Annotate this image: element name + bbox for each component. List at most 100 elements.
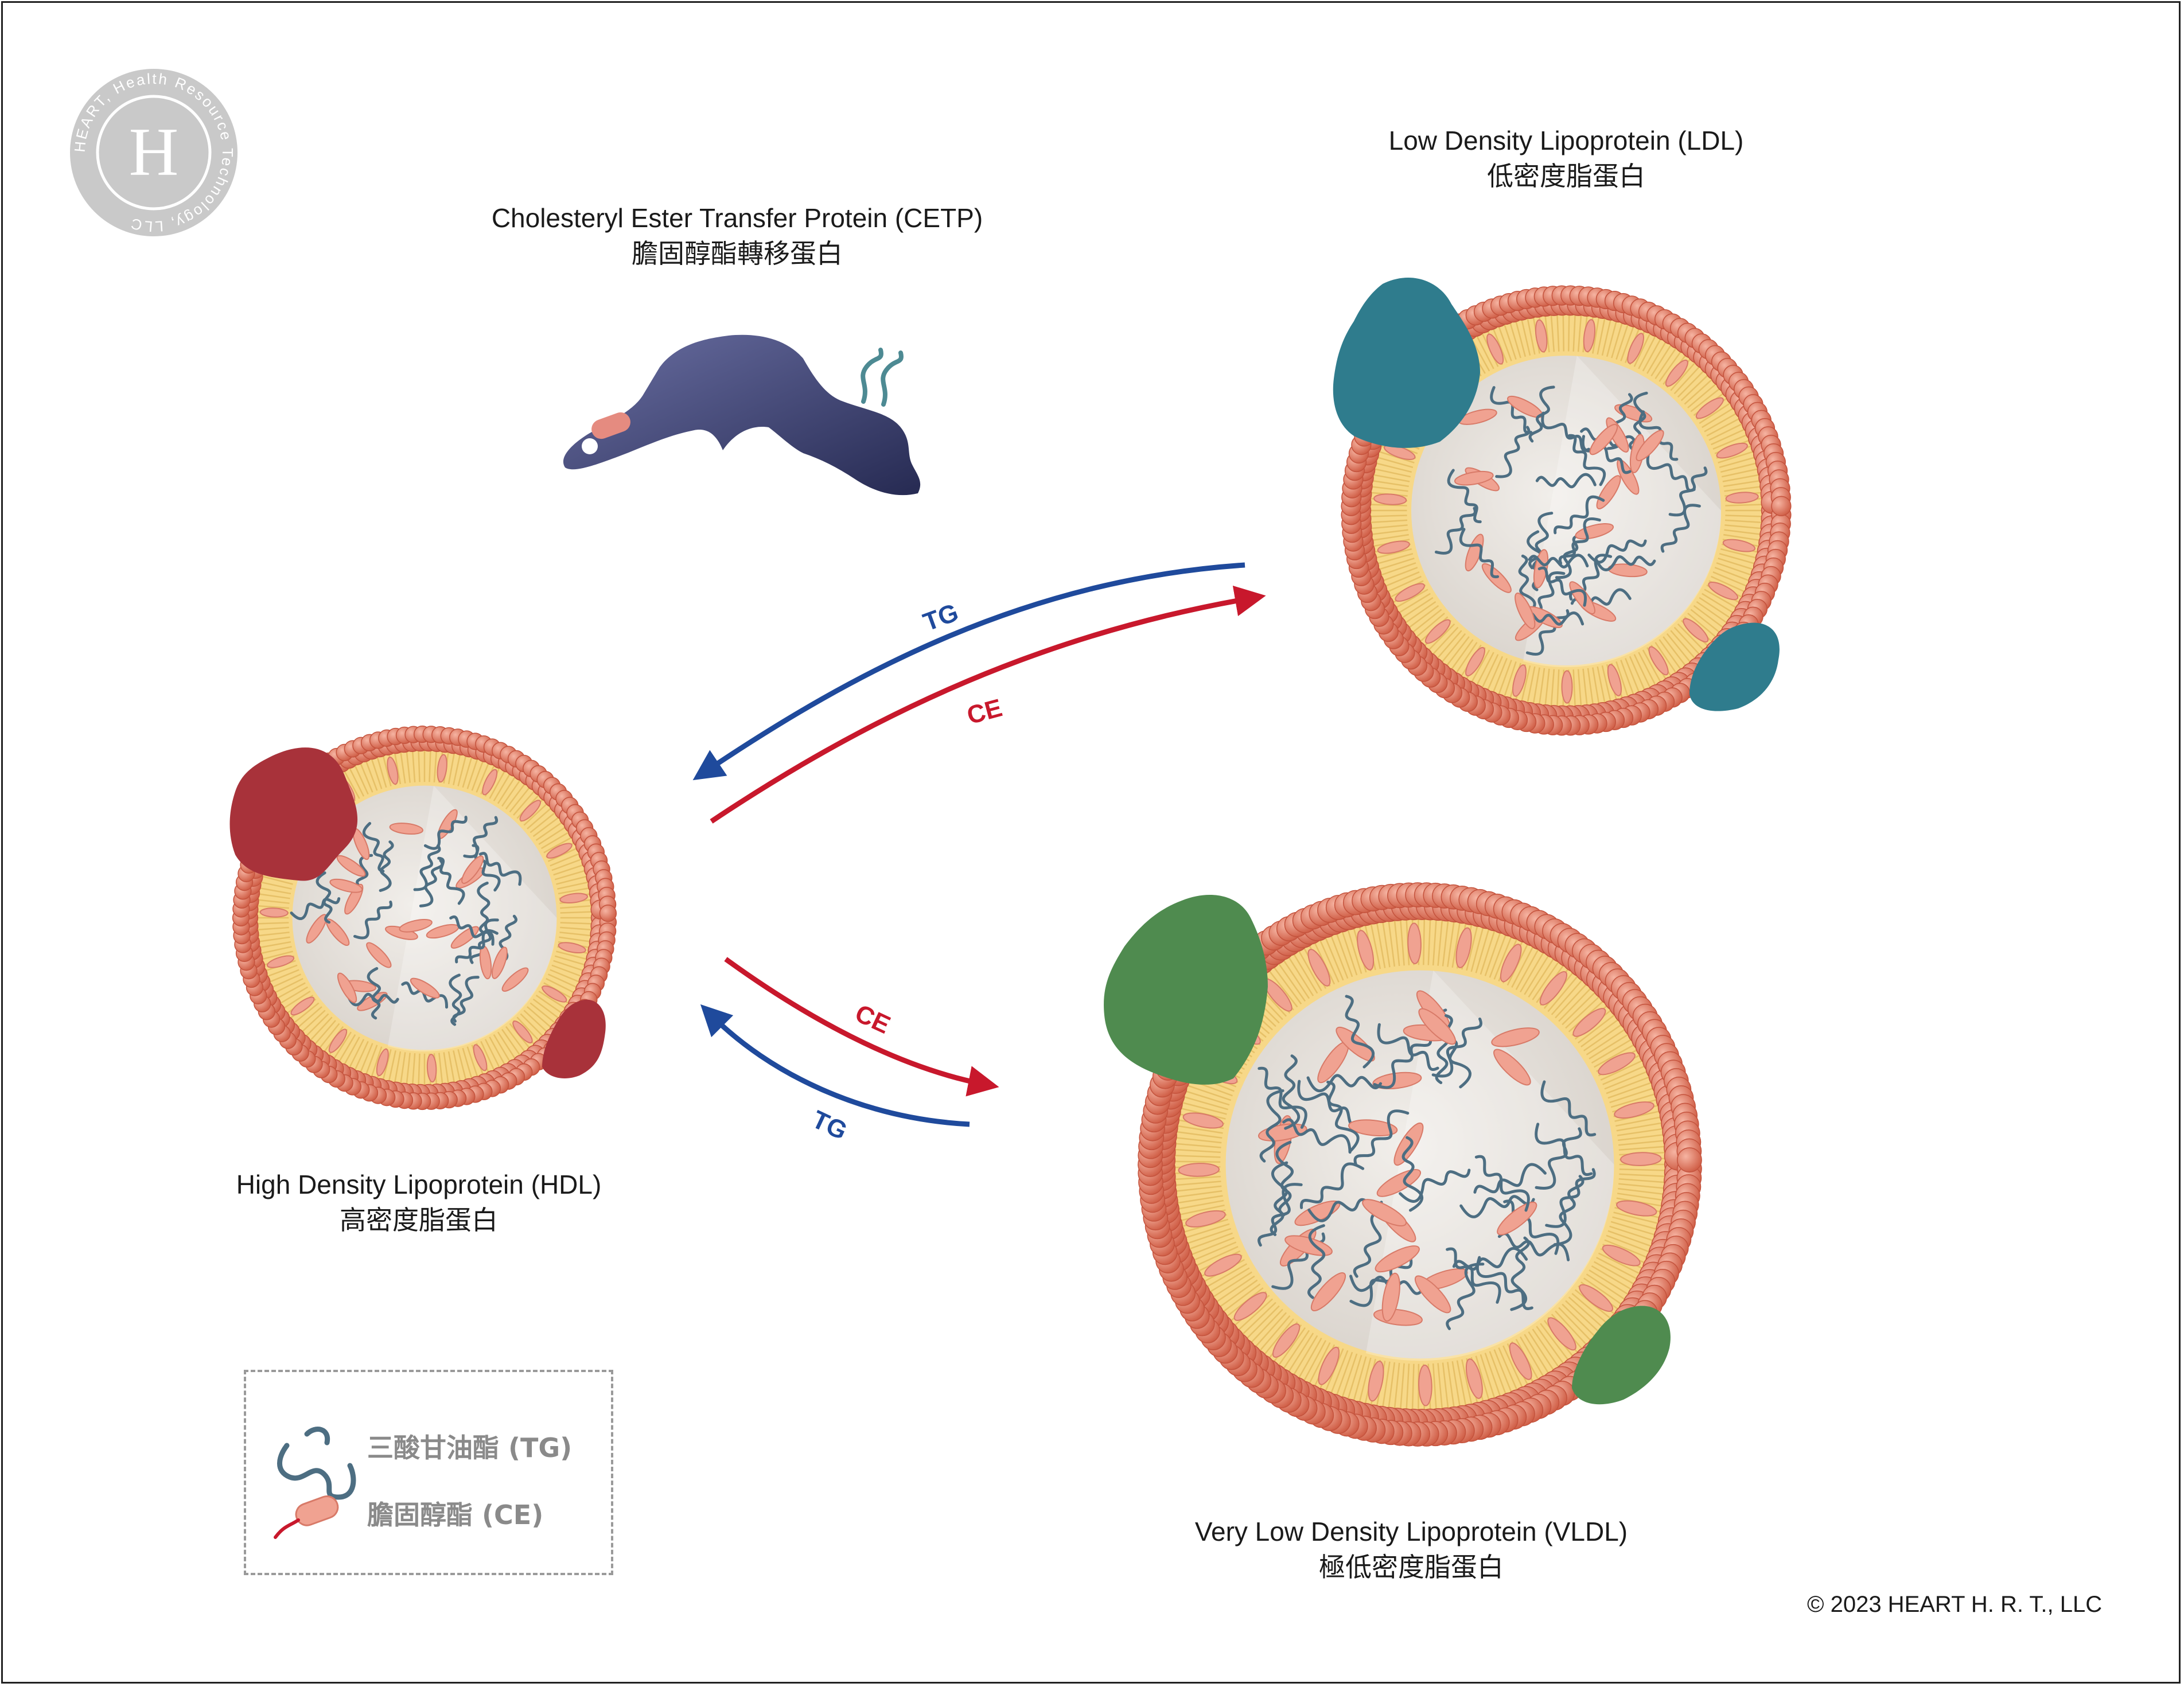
lipid-tail	[433, 749, 438, 782]
cetp-chinese-name: 膽固醇酯轉移蛋白	[632, 238, 843, 269]
core-cholesteryl-ester	[389, 823, 423, 835]
lipid-tail	[530, 811, 557, 833]
lipid-tail	[1466, 923, 1479, 971]
lipid-tail	[1291, 1335, 1318, 1378]
shell-cholesterol	[559, 893, 588, 904]
lipid-tail	[1445, 636, 1470, 668]
core-triglyceride	[449, 973, 462, 1026]
core-triglyceride	[1558, 517, 1601, 565]
lipid-tail	[551, 964, 583, 978]
lipid-tail	[1677, 623, 1706, 652]
lipid-tail	[547, 847, 579, 862]
lipid-tail	[1371, 473, 1410, 482]
shell-cholesterol	[542, 985, 567, 1003]
lipid-tail	[1481, 654, 1499, 690]
shell-cholesterol	[1185, 1210, 1226, 1228]
lipid-tail	[1174, 1195, 1223, 1205]
lipid-tail	[1335, 930, 1353, 977]
lipid-tail	[1406, 1363, 1410, 1412]
lipid-tail	[466, 1046, 479, 1078]
lipid-tail	[1185, 1228, 1232, 1245]
lipid-tail	[1329, 1350, 1349, 1396]
lipid-tail	[370, 757, 383, 789]
lipid-tail	[541, 831, 570, 850]
lipid-tail	[1385, 575, 1422, 594]
lipid-tail	[1555, 1310, 1589, 1347]
lipid-tail	[1629, 656, 1646, 692]
lipid-tail	[1497, 660, 1512, 697]
lipid-tail	[1397, 593, 1431, 615]
lipid-tail	[1173, 1136, 1222, 1144]
shell-cholesterol	[1716, 442, 1748, 459]
lipid-tail	[1550, 669, 1555, 708]
shell-cholesterol	[1178, 1163, 1220, 1177]
lipid-tail	[1484, 1353, 1502, 1399]
lipid-tail	[1617, 1193, 1666, 1201]
lipid-tail	[559, 932, 593, 937]
lipid-tail	[489, 1037, 507, 1066]
lipid-tail	[1492, 658, 1508, 695]
lipid-tail	[527, 1006, 553, 1029]
lipid-tail	[1597, 666, 1606, 705]
lipid-tail	[1399, 1363, 1405, 1412]
vldl-english-name: Very Low Density Lipoprotein (VLDL)	[1194, 1517, 1628, 1546]
core-triglyceride	[1568, 434, 1606, 486]
upper-ce-label: CE	[964, 693, 1005, 730]
lipid-tail	[1711, 427, 1747, 446]
lipid-tail	[1172, 1175, 1221, 1180]
lipid-tail	[1403, 601, 1436, 625]
lipid-tail	[1716, 562, 1754, 576]
lipid-tail	[560, 911, 594, 914]
lipid-tail	[1286, 1333, 1314, 1375]
shell-cholesterol	[1602, 1244, 1641, 1267]
lipid-tail	[559, 936, 592, 943]
lipid-tail	[1646, 340, 1668, 374]
lipid-tail	[1185, 1084, 1232, 1101]
core-triglyceride	[1474, 1155, 1530, 1212]
core-cholesteryl-ester	[357, 992, 388, 1011]
lipid-tail	[399, 750, 406, 784]
lipid-tail	[1723, 533, 1762, 541]
legend-ce-label: 膽固醇酯 (CE)	[367, 1499, 544, 1530]
lipid-tail	[1597, 316, 1606, 355]
lipid-tail	[1565, 994, 1602, 1029]
lipid-tail	[1497, 324, 1512, 361]
lipid-tail	[1670, 361, 1697, 391]
lipid-tail	[296, 1006, 322, 1029]
lipid-tail	[342, 1037, 360, 1066]
shell-cholesterol	[1547, 1317, 1576, 1351]
shell-cholesterol	[426, 1054, 437, 1083]
lipid-tail	[1524, 1334, 1551, 1376]
core-triglyceride	[1452, 1246, 1528, 1271]
lipid-tail	[1375, 456, 1414, 468]
lipid-tail	[1704, 411, 1739, 433]
shell-cholesterol	[512, 1020, 533, 1043]
lipid-tail	[457, 754, 468, 786]
lipid-tail	[1173, 1185, 1222, 1193]
lipid-tail	[1592, 667, 1600, 706]
core-triglyceride	[419, 859, 444, 907]
lipid-tail	[462, 755, 473, 788]
lipid-tail	[1393, 917, 1400, 967]
lipid-tail	[1722, 473, 1761, 482]
lipid-tail	[318, 1023, 340, 1050]
lipid-tail	[1577, 313, 1582, 352]
upper-exchange-arrows: TG CE	[692, 562, 1266, 824]
lipid-tail	[1341, 1353, 1358, 1400]
core-cholesteryl-ester	[1348, 1119, 1398, 1137]
lipid-tail	[406, 1053, 411, 1086]
shell-cholesterol	[1535, 319, 1548, 353]
lipid-tail	[1606, 1234, 1652, 1254]
lipid-tail	[1503, 661, 1517, 699]
shell-cholesterol	[1500, 944, 1522, 983]
lipid-tail	[509, 785, 531, 813]
lipid-tail	[1604, 1070, 1650, 1090]
lipid-tail	[1687, 613, 1718, 639]
ldl-apoprotein-small-icon	[1689, 622, 1780, 711]
lipid-tail	[1568, 1296, 1606, 1330]
core-triglyceride	[1528, 512, 1554, 570]
lipid-tail	[457, 1049, 468, 1082]
lipid-tail	[1638, 334, 1657, 369]
lipid-tail	[553, 863, 585, 876]
lipid-tail	[313, 1020, 336, 1046]
